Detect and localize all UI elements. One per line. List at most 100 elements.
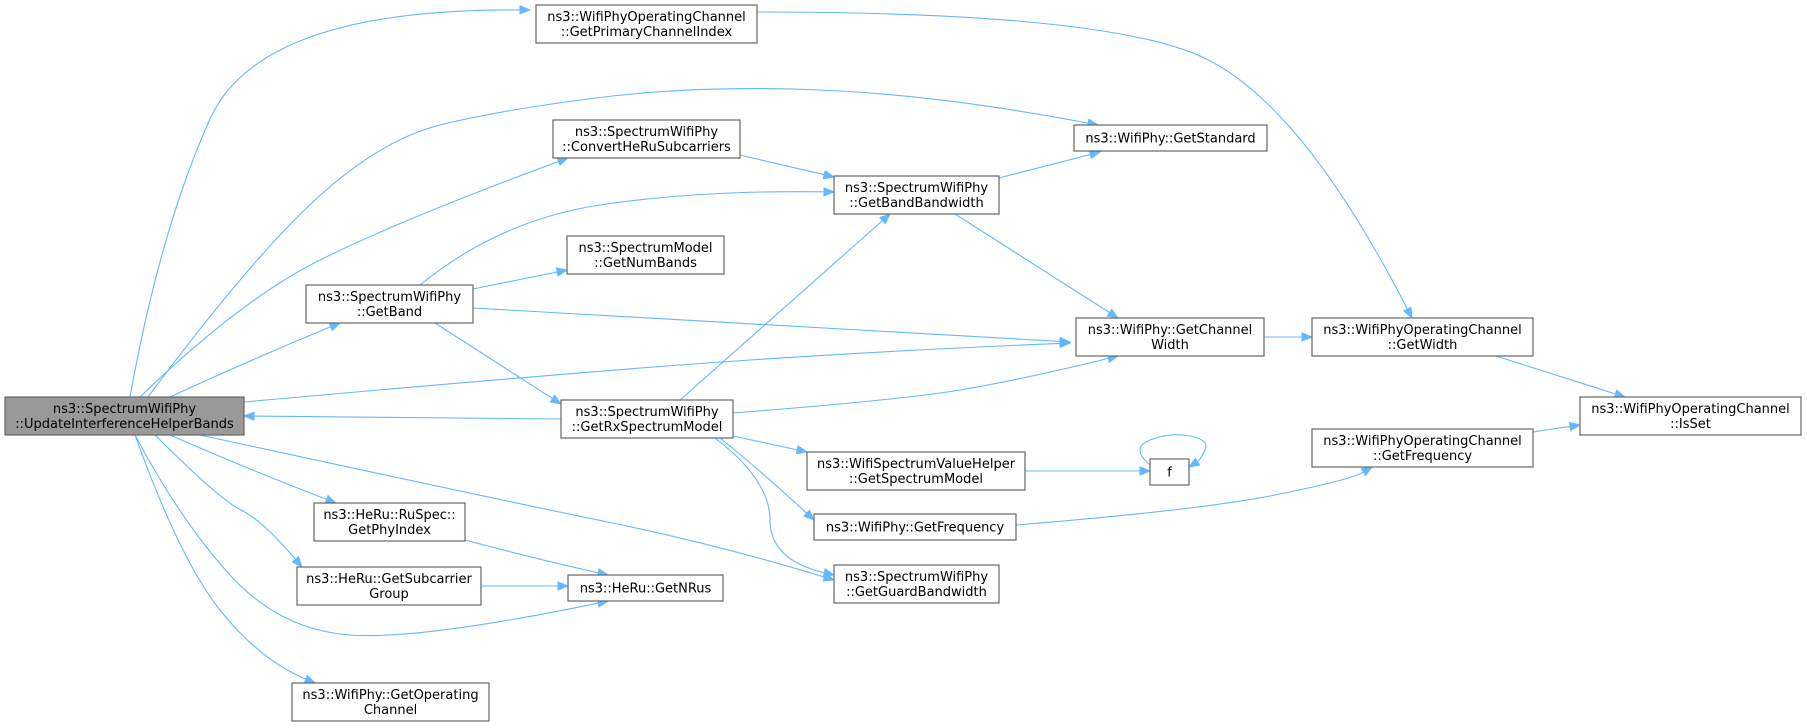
node-box [1579,396,1802,436]
node-box [1149,458,1190,486]
node-label-line: ::GetBand [357,305,422,320]
edge-line [732,435,798,451]
arrowhead-icon [1187,457,1201,468]
node-label-line: ns3::HeRu::GetNRus [580,582,712,597]
node-nRus[interactable]: ns3::HeRu::GetNRus [567,574,724,602]
node-f[interactable]: f [1149,458,1190,486]
edge-line [714,437,825,574]
node-label-line: ns3::WifiPhy::GetStandard [1085,132,1255,147]
node-label-line: ns3::HeRu::GetSubcarrier [306,572,472,587]
node-convHeRu[interactable]: ns3::SpectrumWifiPhy::ConvertHeRuSubcarr… [552,119,741,159]
edge-rxModel-to-root [242,411,562,421]
node-getStandard[interactable]: ns3::WifiPhy::GetStandard [1073,124,1268,152]
node-box [4,396,245,436]
node-box [1075,317,1265,357]
node-box [305,284,474,324]
node-getBand[interactable]: ns3::SpectrumWifiPhy::GetBand [305,284,474,324]
edge-line [169,434,327,500]
edge-getBand-to-rxModel [434,322,563,405]
node-box [560,399,734,439]
arrowhead-icon [795,445,809,455]
arrowhead-icon [549,394,563,405]
node-phyIdx[interactable]: ns3::HeRu::RuSpec::GetPhyIndex [313,502,466,542]
edge-line [253,415,562,420]
edge-line [169,326,331,398]
node-wsvh[interactable]: ns3::WifiSpectrumValueHelper::GetSpectru… [806,451,1026,491]
edge-line [719,437,808,514]
edge-rxModel-to-wsvh [732,435,809,455]
edge-getBand-to-chWidth [472,307,1072,347]
node-label-line: ::GetFrequency [1373,449,1472,464]
node-box [535,4,758,44]
node-box [1073,124,1268,152]
node-label-line: ::GetPrimaryChannelIndex [561,25,733,40]
edge-line [147,88,1089,398]
edge-line [998,153,1091,179]
arrowhead-icon [1402,306,1413,320]
nodes-layer: ns3::SpectrumWifiPhy::UpdateInterference… [4,4,1802,722]
arrowhead-icon [555,267,569,277]
edge-line [134,434,599,637]
node-label-line: ns3::SpectrumWifiPhy [53,402,196,417]
node-box [833,175,1000,215]
node-bandBw[interactable]: ns3::SpectrumWifiPhy::GetBandBandwidth [833,175,1000,215]
node-box [552,119,741,159]
arrowhead-icon [822,567,836,578]
node-label-line: ns3::WifiPhy::GetOperating [302,688,478,703]
edge-wsvh-to-f [1025,466,1152,476]
arrowhead-icon [1301,332,1314,342]
node-rxModel[interactable]: ns3::SpectrumWifiPhy::GetRxSpectrumModel [560,399,734,439]
arrowhead-icon [303,674,317,684]
edge-root-to-phyIdx [169,434,338,504]
edge-root-to-getBand [169,322,342,398]
edge-line [134,434,306,680]
node-box [291,682,490,722]
node-box [1311,317,1534,357]
edge-bandBw-to-chWidth [954,213,1120,319]
edge-f-to-f [1139,434,1207,468]
node-label-line: ns3::SpectrumWifiPhy [845,181,988,196]
node-box [806,451,1026,491]
edge-line [243,342,1061,403]
node-label-line: ns3::SpectrumWifiPhy [575,405,718,420]
node-primIdx[interactable]: ns3::WifiPhyOperatingChannel::GetPrimary… [535,4,758,44]
edge-line [1139,434,1207,466]
edge-line [434,322,553,400]
node-label-line: GetPhyIndex [348,523,431,538]
edge-line [154,434,296,560]
edge-root-to-convHeRu [139,157,570,398]
edge-opFreq-to-isSet [1532,421,1582,433]
edge-line [756,11,1408,310]
edge-root-to-opChannel [134,434,317,684]
node-opWidth[interactable]: ns3::WifiPhyOperatingChannel::GetWidth [1311,317,1534,357]
edge-getBand-to-bandBw [419,187,836,286]
node-label-line: ns3::WifiPhy::GetFrequency [826,521,1005,536]
edge-line [199,434,825,578]
edge-root-to-primIdx [129,5,532,398]
edge-line [1532,425,1571,433]
node-label-line: ::GetSpectrumModel [849,472,983,487]
node-label-line: ::GetWidth [1388,338,1458,353]
arrowhead-icon [328,322,342,332]
node-guardBw[interactable]: ns3::SpectrumWifiPhy::GetGuardBandwidth [833,564,1000,604]
arrowhead-icon [242,411,255,421]
edge-bandBw-to-getStandard [998,150,1102,179]
arrowhead-icon [878,213,892,225]
node-numBands[interactable]: ns3::SpectrumModel::GetNumBands [566,235,725,275]
arrowhead-icon [1360,466,1374,477]
node-box [566,235,725,275]
node-label-line: ns3::SpectrumModel [578,241,712,256]
edge-opWidth-to-isSet [1495,355,1627,399]
node-label-line: ::GetBandBandwidth [849,196,984,211]
node-label-line: ::GetNumBands [594,256,697,271]
node-isSet[interactable]: ns3::WifiPhyOperatingChannel::IsSet [1579,396,1802,436]
edge-primIdx-to-opWidth [756,11,1413,320]
edge-line [732,357,1109,414]
node-root[interactable]: ns3::SpectrumWifiPhy::UpdateInterference… [4,396,245,436]
node-getFreq[interactable]: ns3::WifiPhy::GetFrequency [813,513,1017,541]
node-box [813,513,1017,541]
node-opFreq[interactable]: ns3::WifiPhyOperatingChannel::GetFrequen… [1311,428,1534,468]
